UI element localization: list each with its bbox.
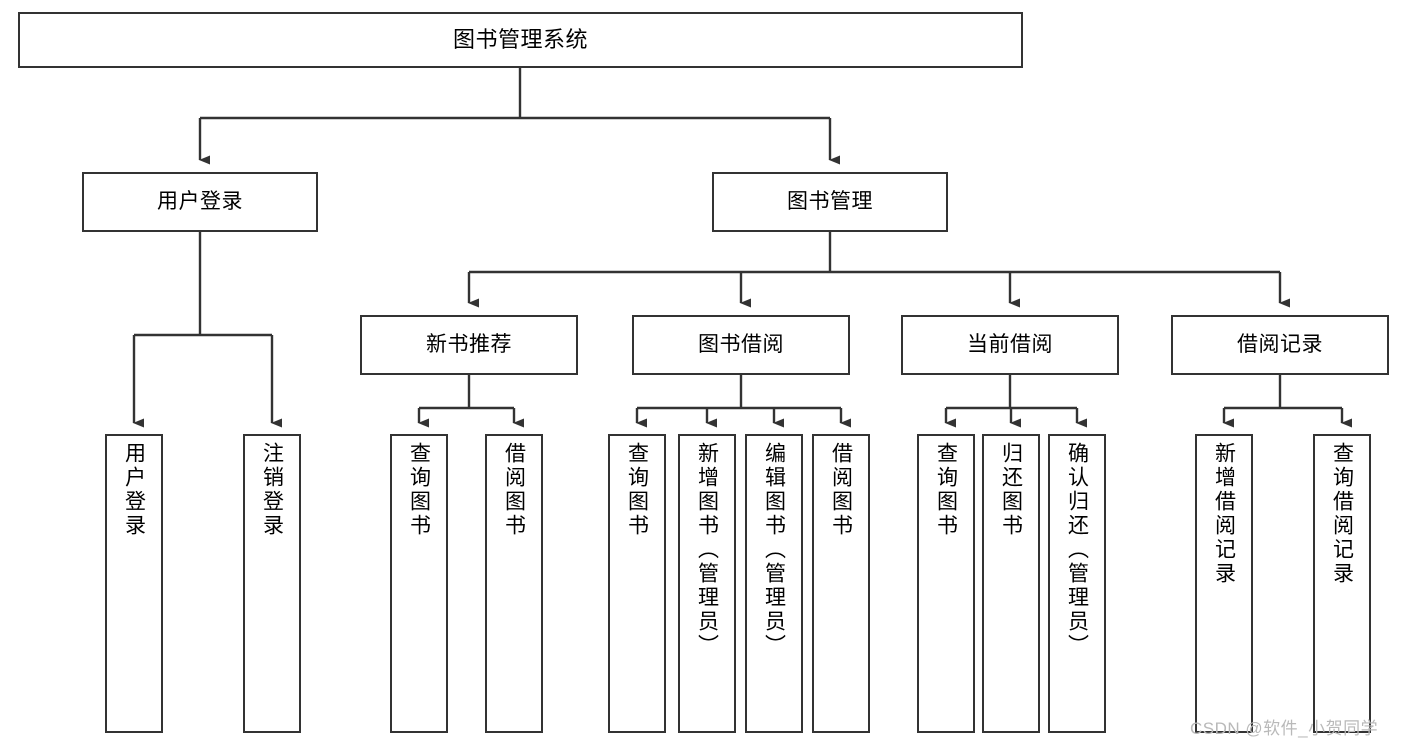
node-book-manage-label: 图书管理	[787, 190, 873, 214]
node-user-login[interactable]: 用户登录	[82, 172, 318, 232]
watermark-text: CSDN @软件_小贺同学	[1190, 719, 1379, 738]
leaf-book-borrow-add-label: 新增图书（管理员）	[695, 442, 719, 658]
leaf-book-borrow-query-label: 查询图书	[625, 442, 649, 538]
node-new-book-recommend[interactable]: 新书推荐	[360, 315, 578, 375]
leaf-new-book-query-label: 查询图书	[407, 442, 431, 538]
node-root[interactable]: 图书管理系统	[18, 12, 1023, 68]
leaf-user-login-signout[interactable]: 注销登录	[243, 434, 301, 733]
leaf-book-borrow-edit[interactable]: 编辑图书（管理员）	[745, 434, 803, 733]
leaf-current-borrow-return[interactable]: 归还图书	[982, 434, 1040, 733]
leaf-borrow-record-add[interactable]: 新增借阅记录	[1195, 434, 1253, 733]
leaf-new-book-query[interactable]: 查询图书	[390, 434, 448, 733]
leaf-current-borrow-confirm[interactable]: 确认归还（管理员）	[1048, 434, 1106, 733]
node-book-borrow[interactable]: 图书借阅	[632, 315, 850, 375]
leaf-borrow-record-add-label: 新增借阅记录	[1212, 442, 1236, 586]
leaf-borrow-record-query-label: 查询借阅记录	[1330, 442, 1354, 586]
leaf-user-login-signout-label: 注销登录	[260, 442, 284, 538]
leaf-book-borrow-borrow-label: 借阅图书	[829, 442, 853, 538]
leaf-book-borrow-edit-label: 编辑图书（管理员）	[762, 442, 786, 658]
leaf-new-book-borrow[interactable]: 借阅图书	[485, 434, 543, 733]
node-book-borrow-label: 图书借阅	[698, 333, 784, 357]
node-user-login-label: 用户登录	[157, 190, 243, 214]
node-current-borrow[interactable]: 当前借阅	[901, 315, 1119, 375]
node-borrow-record[interactable]: 借阅记录	[1171, 315, 1389, 375]
leaf-new-book-borrow-label: 借阅图书	[502, 442, 526, 538]
leaf-current-borrow-return-label: 归还图书	[999, 442, 1023, 538]
node-new-book-recommend-label: 新书推荐	[426, 333, 512, 357]
node-borrow-record-label: 借阅记录	[1237, 333, 1323, 357]
leaf-book-borrow-borrow[interactable]: 借阅图书	[812, 434, 870, 733]
leaf-user-login-signin-label: 用户登录	[122, 442, 146, 538]
leaf-borrow-record-query[interactable]: 查询借阅记录	[1313, 434, 1371, 733]
leaf-current-borrow-query[interactable]: 查询图书	[917, 434, 975, 733]
leaf-user-login-signin[interactable]: 用户登录	[105, 434, 163, 733]
node-book-manage[interactable]: 图书管理	[712, 172, 948, 232]
node-current-borrow-label: 当前借阅	[967, 333, 1053, 357]
node-root-label: 图书管理系统	[452, 26, 588, 52]
leaf-book-borrow-add[interactable]: 新增图书（管理员）	[678, 434, 736, 733]
leaf-current-borrow-query-label: 查询图书	[934, 442, 958, 538]
leaf-current-borrow-confirm-label: 确认归还（管理员）	[1065, 442, 1089, 658]
leaf-book-borrow-query[interactable]: 查询图书	[608, 434, 666, 733]
